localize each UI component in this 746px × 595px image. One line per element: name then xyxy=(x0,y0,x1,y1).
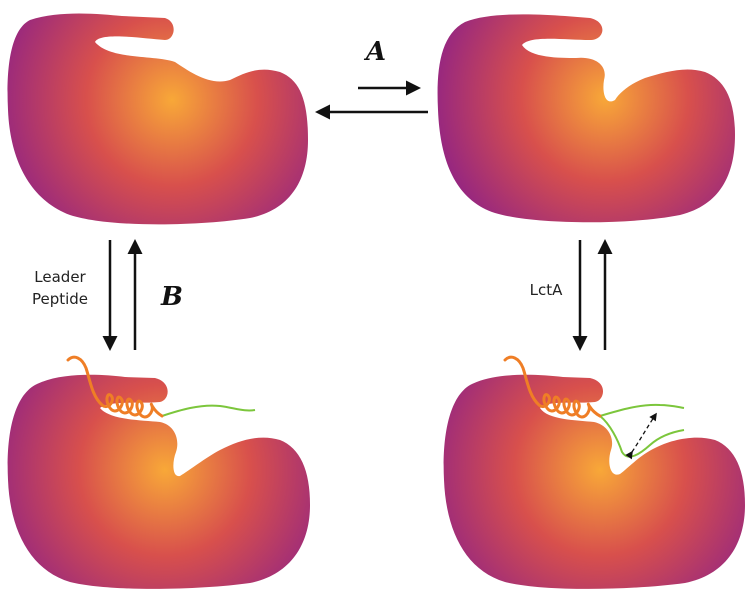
enzyme-closed-top-left xyxy=(7,13,308,225)
enzyme-open-top-right xyxy=(437,14,735,223)
core-peptide-bottom-right xyxy=(599,403,685,417)
label-leader-line2: Peptide xyxy=(32,290,88,308)
enzyme-lcta-bound-bottom-right xyxy=(443,374,745,589)
core-peptide-bottom-left xyxy=(161,404,256,417)
label-a: A xyxy=(363,37,386,67)
label-leader-line1: Leader xyxy=(34,268,86,286)
leader-helix-bottom-left xyxy=(66,355,164,419)
label-lcta: LctA xyxy=(530,281,563,299)
label-b: B xyxy=(160,282,183,312)
leader-helix-bottom-right xyxy=(503,355,602,419)
enzyme-leader-bound-bottom-left xyxy=(7,374,310,589)
peptide-motion-arrow xyxy=(625,412,657,460)
